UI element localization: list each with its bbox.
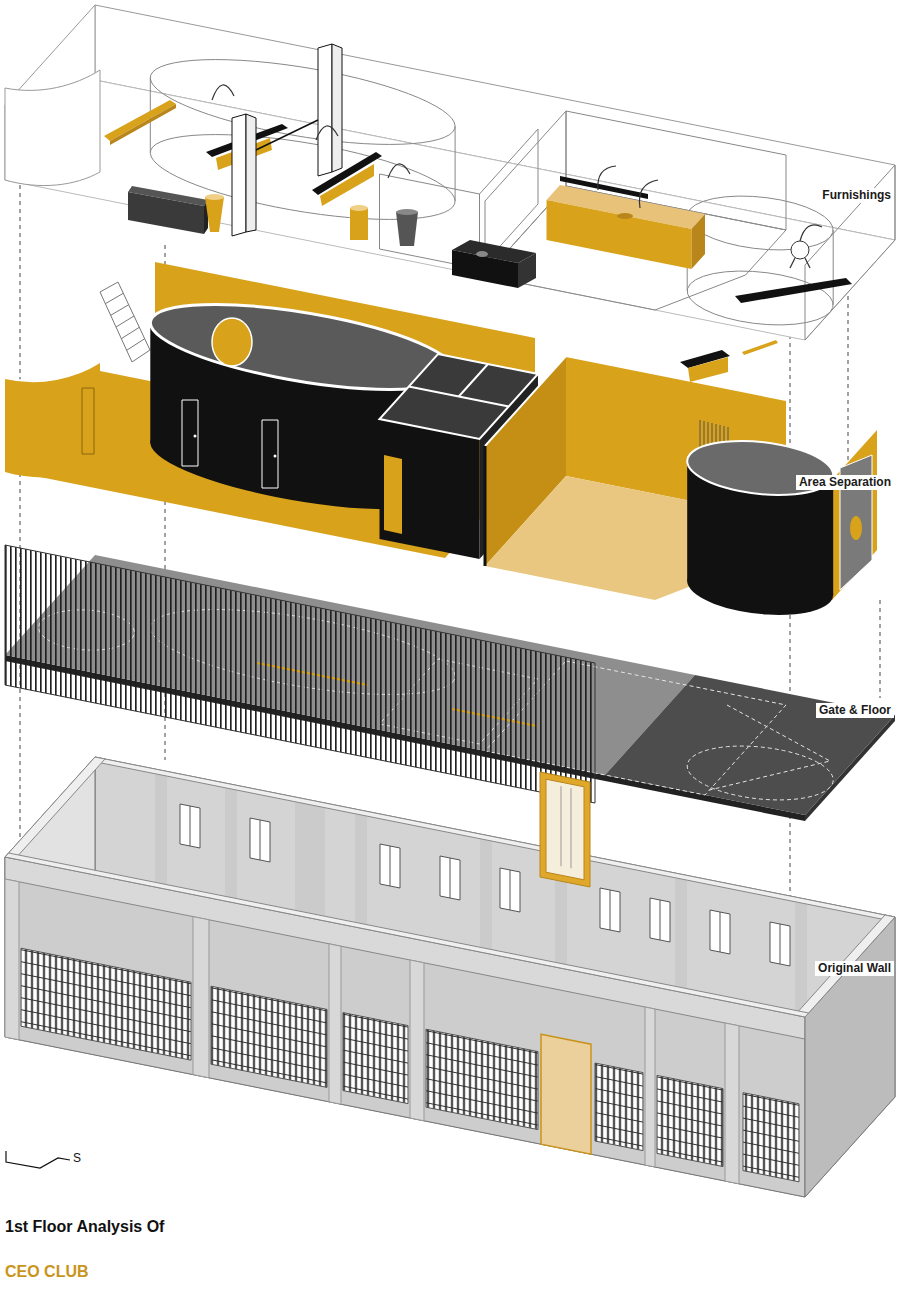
original-wall-layer <box>5 757 895 1197</box>
project-name: CEO CLUB <box>5 1262 89 1282</box>
compass-mark <box>6 1151 70 1168</box>
layer-label: Gate & Floor <box>816 703 894 718</box>
layer-label: Original Wall <box>815 961 894 976</box>
furnishings-layer <box>5 5 895 382</box>
layer-label: Area Separation <box>796 475 894 490</box>
layer-label: Furnishings <box>819 188 894 203</box>
drawing-title: 1st Floor Analysis Of <box>5 1216 170 1238</box>
compass-letter: S <box>73 1151 81 1165</box>
gate-floor-layer <box>5 545 895 888</box>
